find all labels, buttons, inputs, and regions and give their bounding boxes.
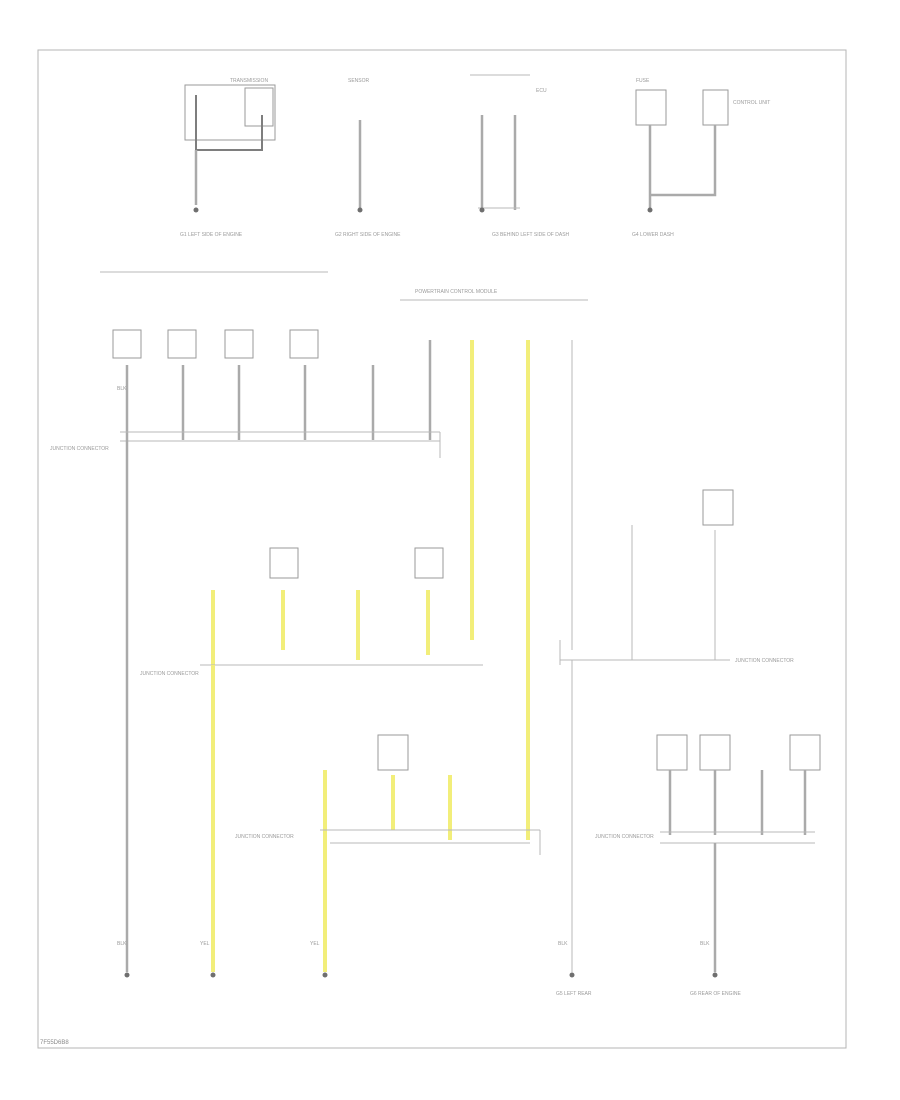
pcm-bus-label: POWERTRAIN CONTROL MODULE <box>415 289 498 295</box>
control-unit-label: CONTROL UNIT <box>733 100 770 106</box>
ground-left-icon <box>124 972 130 978</box>
ground-g2-label: G2 RIGHT SIDE OF ENGINE <box>335 232 401 238</box>
junction-connector-5-label: JUNCTION CONNECTOR <box>595 834 654 840</box>
fuse-label: FUSE <box>636 78 650 84</box>
ground-g6-label: G6 REAR OF ENGINE <box>690 991 742 997</box>
transmission-label: TRANSMISSION <box>230 78 268 84</box>
diagram-id: 7F55D6B8 <box>40 1040 69 1046</box>
ecu-label: ECU <box>536 88 547 94</box>
row4: JUNCTION CONNECTOR <box>235 734 541 978</box>
row3-comp-2 <box>269 547 299 579</box>
ground-g1-label: G1 LEFT SIDE OF ENGINE <box>180 232 243 238</box>
right-middle: JUNCTION CONNECTOR G5 LEFT REAR <box>556 489 794 997</box>
ground-row3-icon <box>210 972 216 978</box>
right-low-comp-4 <box>789 734 821 771</box>
right-lower: JUNCTION CONNECTOR G6 REAR OF ENGINE <box>595 734 821 997</box>
wire-code-yel-1: YEL <box>200 941 210 947</box>
wire-code-blk-2: BLK <box>117 941 127 947</box>
row2-comp-1 <box>112 329 142 359</box>
wire-code-blk-4: BLK <box>700 941 710 947</box>
junction-connector-3-label: JUNCTION CONNECTOR <box>735 658 794 664</box>
ground-g5-icon <box>569 972 575 978</box>
ground-g6-icon <box>712 972 718 978</box>
diagram-border <box>37 49 847 1049</box>
ground-g3-icon <box>479 207 485 213</box>
row2-comp-4 <box>289 329 319 359</box>
ground-g4-label: G4 LOWER DASH <box>632 232 674 238</box>
ground-g3-label: G3 BEHIND LEFT SIDE OF DASH <box>492 232 570 238</box>
junction-connector-2-label: JUNCTION CONNECTOR <box>140 671 199 677</box>
row3-comp-4 <box>414 547 444 579</box>
right-low-comp-1 <box>656 734 688 771</box>
ground-g5-label: G5 LEFT REAR <box>556 991 592 997</box>
junction-connector-1-label: JUNCTION CONNECTOR <box>50 446 109 452</box>
ground-g1-icon <box>193 207 199 213</box>
top-row: TRANSMISSION G1 LEFT SIDE OF ENGINE SENS… <box>180 74 770 238</box>
control-unit-component <box>702 89 729 126</box>
row2-comp-3 <box>224 329 254 359</box>
row3: JUNCTION CONNECTOR <box>140 547 483 978</box>
row4-comp-2 <box>377 734 409 771</box>
transmission-sub-box <box>244 87 274 127</box>
ground-row4-icon <box>322 972 328 978</box>
junction-connector-4-label: JUNCTION CONNECTOR <box>235 834 294 840</box>
right-low-comp-2 <box>699 734 731 771</box>
transmission-wire-loop <box>195 95 263 151</box>
row2-comp-2 <box>167 329 197 359</box>
sensor-label: SENSOR <box>348 78 370 84</box>
ground-g4-icon <box>647 207 653 213</box>
row2: JUNCTION CONNECTOR <box>50 329 573 840</box>
wire-code-blk-1: BLK <box>117 386 127 392</box>
wire-code-yel-2: YEL <box>310 941 320 947</box>
right-mid-comp <box>702 489 734 526</box>
wire-code-blk-3: BLK <box>558 941 568 947</box>
control-unit-wire <box>650 125 717 197</box>
fuse-component <box>635 89 667 126</box>
ground-g2-icon <box>357 207 363 213</box>
